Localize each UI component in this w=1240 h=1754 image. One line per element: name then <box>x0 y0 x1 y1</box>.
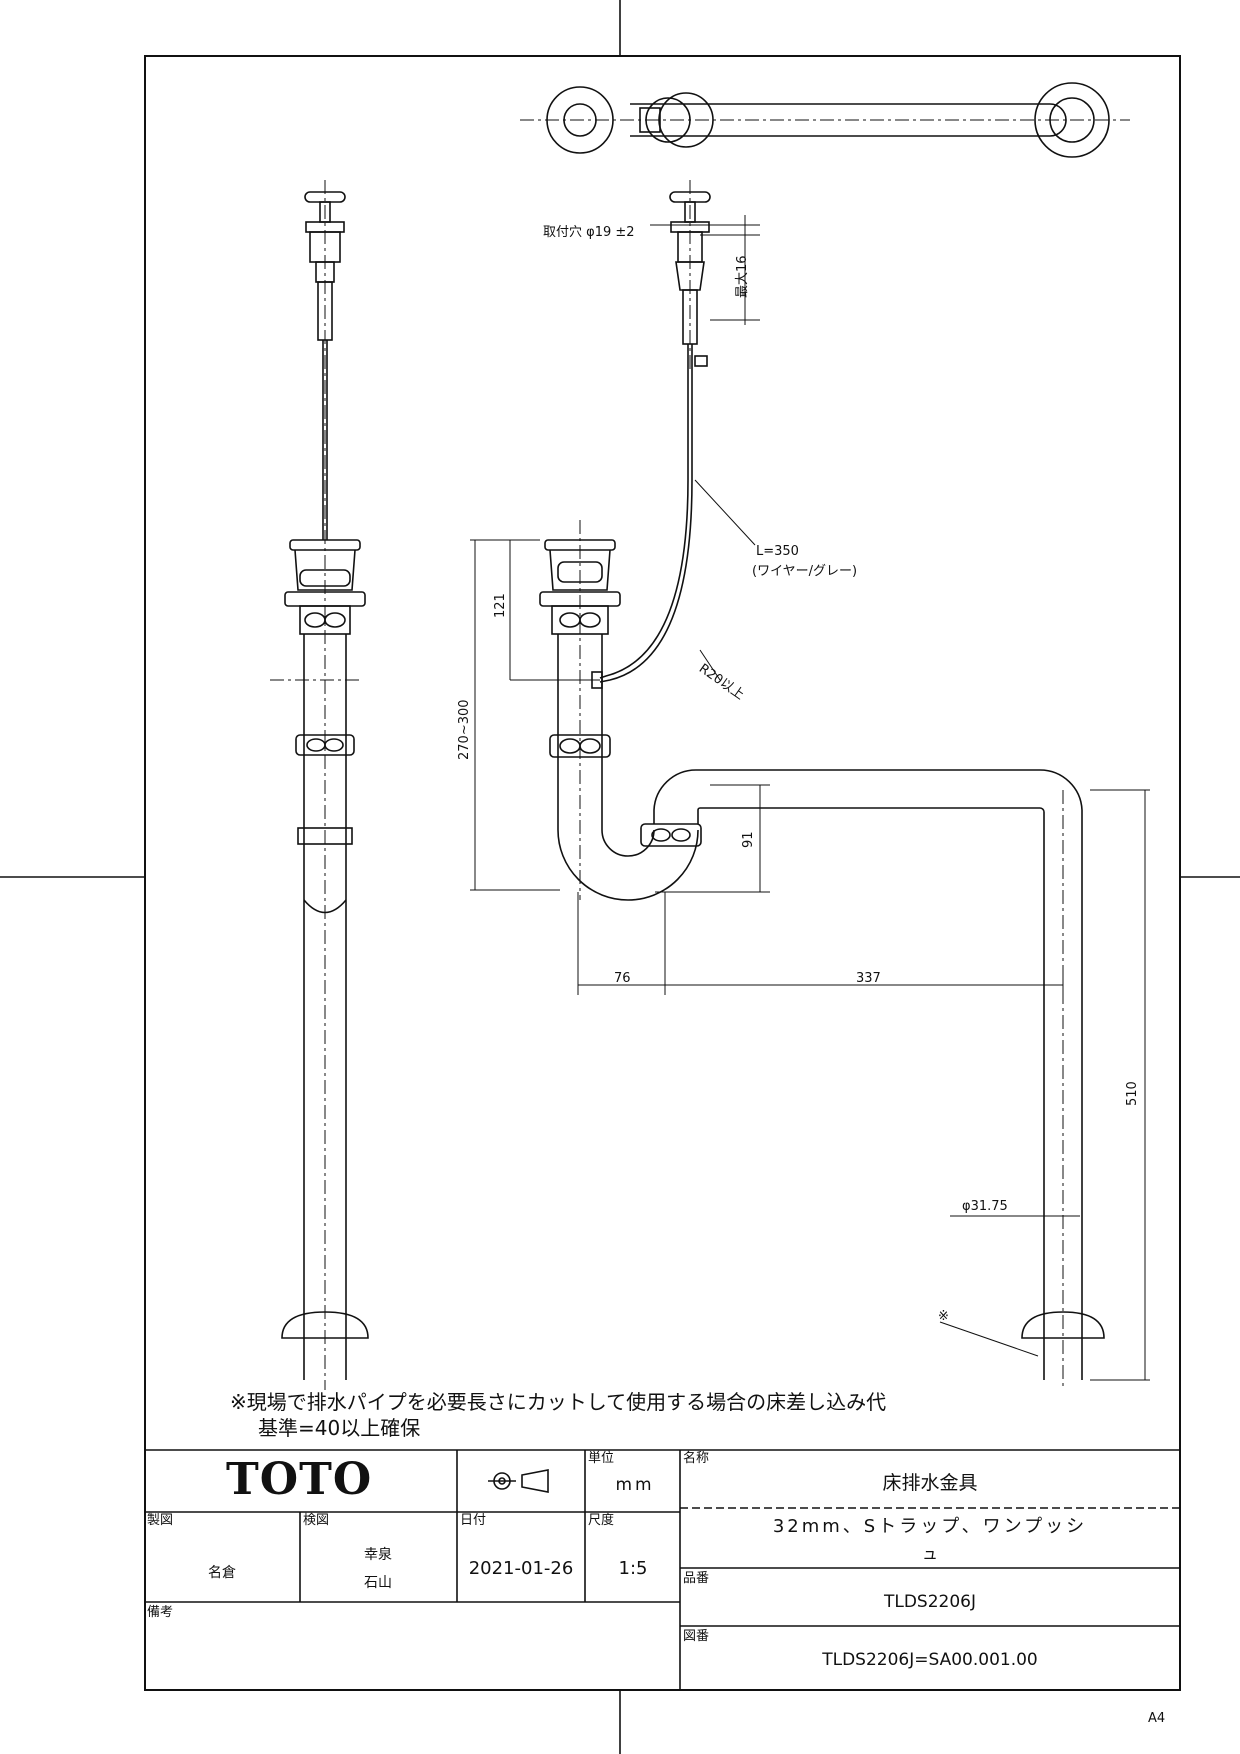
d510-dimension: 510 <box>1125 1081 1140 1106</box>
d337-dimension: 337 <box>856 971 881 986</box>
d270-300-dimension: 270~300 <box>457 699 472 760</box>
sheet-size: A4 <box>1148 1711 1166 1726</box>
title-block-grid <box>145 1449 1180 1690</box>
drawn-by: 名倉 <box>208 1565 236 1581</box>
name-label: 名称 <box>683 1451 710 1466</box>
scale-label: 尺度 <box>588 1513 615 1528</box>
date-value: 2021-01-26 <box>468 1558 574 1579</box>
product-name: 床排水金具 <box>882 1472 978 1494</box>
part-label: 品番 <box>683 1571 710 1586</box>
product-description-2: ュ <box>921 1544 938 1563</box>
date-label: 日付 <box>460 1513 487 1528</box>
scale-value: 1:5 <box>618 1558 648 1579</box>
note-line-2: 基準=40以上確保 <box>258 1416 421 1440</box>
toto-logo: TOTO <box>226 1454 373 1505</box>
wire-length-dimension: L=350 <box>756 544 799 559</box>
unit-label: 単位 <box>588 1451 615 1466</box>
mount-hole-dimension: 取付穴 φ19 ±2 <box>543 225 635 240</box>
remarks-label: 備考 <box>147 1605 174 1620</box>
side-view <box>270 180 369 1390</box>
checked-by-2: 石山 <box>364 1575 392 1591</box>
d91-dimension: 91 <box>741 831 756 848</box>
max16-dimension: 最大16 <box>735 255 750 298</box>
note-line-1: ※現場で排水パイプを必要長さにカットして使用する場合の床差し込み代 <box>230 1390 887 1414</box>
d76-dimension: 76 <box>614 971 631 986</box>
front-view <box>539 180 1105 1390</box>
unit-value: mm <box>615 1475 655 1495</box>
d121-dimension: 121 <box>493 593 508 618</box>
drawing-number-label: 図番 <box>683 1629 710 1644</box>
dimension-lines <box>470 215 1150 1381</box>
drawing-frame <box>144 55 1181 1691</box>
part-number: TLDS2206J <box>883 1592 976 1612</box>
plan-view <box>520 82 1130 158</box>
reference-mark: ※ <box>938 1309 949 1324</box>
checked-label: 検図 <box>303 1513 330 1528</box>
drawing-number: TLDS2206J=SA00.001.00 <box>822 1650 1038 1670</box>
checked-by-1: 幸泉 <box>364 1547 392 1563</box>
wire-note: (ワイヤー/グレー) <box>752 564 858 579</box>
drawn-label: 製図 <box>147 1513 174 1528</box>
diameter-dimension: φ31.75 <box>962 1199 1008 1214</box>
product-description-1: 32mm、Sトラップ、ワンプッシ <box>772 1516 1088 1537</box>
